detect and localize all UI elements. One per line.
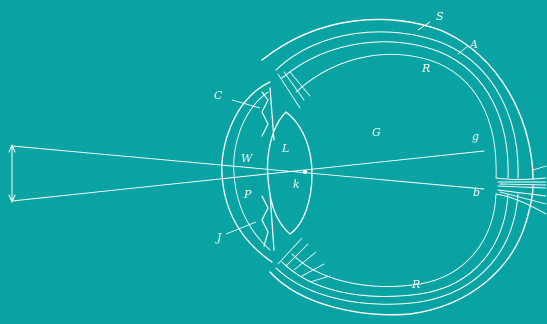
choroid-layer: [282, 42, 508, 178]
cornea: [222, 82, 272, 262]
label-retina-bottom: R: [411, 278, 420, 291]
label-lens: L: [281, 142, 289, 155]
label-aqueous: W: [241, 152, 254, 165]
label-retina-top: R: [421, 62, 430, 75]
label-nodal-point: k: [293, 178, 300, 191]
choroid-layer-bottom: [282, 194, 508, 296]
ciliary-shading: [278, 72, 330, 282]
label-image-bottom: b: [473, 186, 480, 199]
label-iris: J: [215, 231, 222, 244]
label-pupil: P: [243, 188, 252, 201]
sclera-inner-bottom: [276, 194, 518, 304]
retina-layer: [296, 54, 496, 178]
label-choroid: A: [469, 38, 478, 51]
label-cornea: C: [214, 89, 223, 102]
label-sclera: S: [436, 10, 444, 23]
label-vitreous: G: [372, 126, 381, 139]
object-arrow: [9, 145, 15, 202]
optic-nerve: [496, 166, 546, 214]
nodal-point: [303, 170, 306, 173]
retina-layer-bottom: [292, 194, 496, 286]
label-image-top: g: [472, 130, 479, 143]
label-a-leader: [458, 46, 468, 54]
